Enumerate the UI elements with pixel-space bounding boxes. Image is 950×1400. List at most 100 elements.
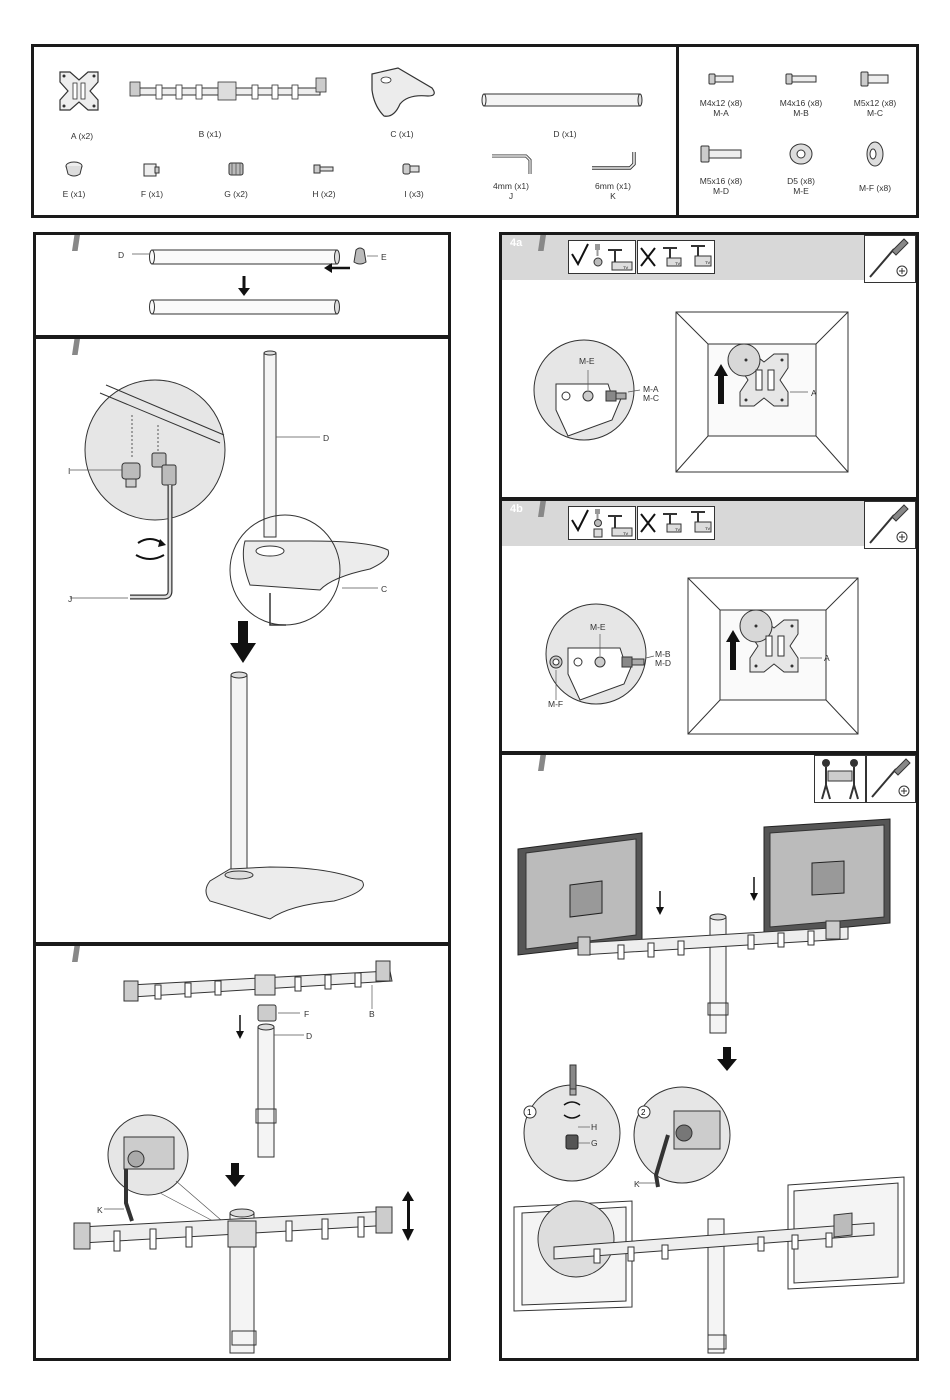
step-1-callout-d: D — [118, 250, 125, 260]
part-d-label: D (x1) — [553, 129, 577, 139]
hardware-ma-id: M-A — [713, 108, 729, 118]
step-4b-screwdriver-icon — [864, 501, 916, 549]
spacer-mf-icon — [866, 141, 884, 167]
crossbar-icon — [129, 77, 327, 101]
step-3-number: 3 — [44, 948, 51, 960]
step-4b-correct-tv-text: TV — [623, 531, 628, 536]
hardware-mb-id: M-B — [793, 108, 809, 118]
step-4a-incorrect-tv-text-2: TV — [705, 260, 710, 265]
part-j-id: J — [508, 191, 514, 201]
step-5-detail-1-number: 1 — [527, 1108, 532, 1117]
hardware-md-id: M-D — [712, 186, 730, 196]
step-4a-correct-tv-text: TV — [623, 265, 628, 270]
step-5-frame — [499, 752, 919, 1361]
step-5-callout-g: G — [591, 1138, 598, 1148]
hardware-mf-label: M-F (x8) — [858, 183, 892, 193]
hardware-ma-label: M4x12 (x8) M-A — [692, 98, 750, 118]
step-4b-illustration — [545, 577, 859, 735]
step-2-callout-j: J — [68, 594, 73, 604]
step-4b-callout-a: A — [824, 653, 830, 663]
hardware-me-size: D5 (x8) — [787, 176, 815, 186]
step-5-tag: 5 — [502, 755, 546, 771]
part-j-label: 4mm (x1) J — [488, 181, 534, 201]
hardware-me-id: M-E — [793, 186, 809, 196]
parts-divider — [676, 46, 679, 216]
step-3-callout-b: B — [369, 1009, 375, 1019]
part-f-label: F (x1) — [140, 189, 164, 199]
step-2-tag: 2 — [36, 339, 80, 355]
step-3-frame — [33, 943, 451, 1361]
hardware-mc-size: M5x12 (x8) — [853, 98, 897, 108]
step-4b-number: 4b — [510, 503, 523, 515]
base-icon — [371, 67, 435, 117]
vesa-plate-icon — [59, 71, 99, 111]
step-4a-callout-mc: M-C — [643, 393, 660, 403]
parts-list-frame — [31, 44, 919, 218]
hardware-mc-label: M5x12 (x8) M-C — [846, 98, 904, 118]
step-2-callout-c: C — [381, 584, 388, 594]
step-4a-callout-me: M-E — [579, 356, 595, 366]
two-person-lift-icon — [814, 755, 866, 803]
step-4b-callout-md: M-D — [655, 658, 672, 668]
step-1-illustration — [132, 247, 378, 315]
step-4b-callout-mf: M-F — [548, 699, 564, 709]
hardware-mb-size: M4x16 (x8) — [779, 98, 823, 108]
step-4a-correct-icon: TV — [568, 240, 636, 274]
screw-md-icon — [700, 145, 742, 163]
clamp-collar-icon — [143, 163, 160, 177]
step-4b-tag: 4b — [502, 501, 546, 517]
hex-key-6mm-icon — [592, 152, 636, 170]
step-4a-illustration — [533, 311, 849, 473]
step-5-number: 5 — [510, 757, 517, 769]
step-3-callout-f: F — [304, 1009, 310, 1019]
part-c-label: C (x1) — [390, 129, 414, 139]
hardware-ma-size: M4x12 (x8) — [699, 98, 743, 108]
hardware-md-size: M5x16 (x8) — [699, 176, 743, 186]
step-3-callout-k: K — [97, 1205, 103, 1215]
step-4b-callout-mb: M-B — [655, 649, 671, 659]
step-5-detail-2-number: 2 — [641, 1108, 646, 1117]
part-g-label: G (x2) — [224, 189, 248, 199]
step-4a-callout-a: A — [811, 388, 817, 398]
step-3-tag: 3 — [36, 946, 80, 962]
hardware-mb-label: M4x16 (x8) M-B — [772, 98, 830, 118]
part-i-label: I (x3) — [404, 189, 424, 199]
step-2-callout-d: D — [323, 433, 330, 443]
part-k-id: K — [610, 191, 616, 201]
step-4a-incorrect-tv-text-1: TV — [675, 261, 680, 266]
hex-key-4mm-icon — [492, 154, 532, 174]
screw-h-icon — [313, 164, 334, 174]
hardware-me-label: D5 (x8) M-E — [772, 176, 830, 196]
step-4b-correct-icon: TV — [568, 506, 636, 540]
part-b-label: B (x1) — [198, 129, 222, 139]
part-h-label: H (x2) — [312, 189, 336, 199]
step-4b-incorrect-tv-text-1: TV — [675, 527, 680, 532]
step-4b-incorrect-icon: TV TV — [637, 506, 715, 540]
cap-icon — [65, 161, 83, 177]
pole-icon — [481, 93, 643, 107]
step-4a-incorrect-icon: TV TV — [637, 240, 715, 274]
part-k-label: 6mm (x1) K — [590, 181, 636, 201]
step-2-number: 2 — [44, 341, 51, 353]
part-e-label: E (x1) — [62, 189, 86, 199]
screw-mb-icon — [785, 73, 817, 85]
hardware-mc-id: M-C — [866, 108, 884, 118]
hardware-md-label: M5x16 (x8) M-D — [692, 176, 750, 196]
step-5-illustration: 1 2 — [513, 818, 905, 1354]
step-1-number: 1 — [44, 237, 51, 249]
step-2-callout-i: I — [68, 466, 71, 476]
screw-ma-icon — [708, 73, 734, 85]
step-3-illustration — [73, 960, 414, 1354]
washer-me-icon — [789, 143, 813, 165]
part-j-size: 4mm (x1) — [493, 181, 529, 191]
step-2-illustration — [70, 350, 390, 920]
step-3-callout-d: D — [306, 1031, 313, 1041]
step-4a-screwdriver-icon — [864, 235, 916, 283]
step-1-callout-e: E — [381, 252, 387, 262]
part-a-label: A (x2) — [70, 131, 94, 141]
step-4a-number: 4a — [510, 237, 523, 249]
step-5-callout-k: K — [634, 1179, 640, 1189]
step-4b-callout-me: M-E — [590, 622, 606, 632]
screw-mc-icon — [860, 71, 889, 87]
screw-i-icon — [402, 163, 420, 175]
